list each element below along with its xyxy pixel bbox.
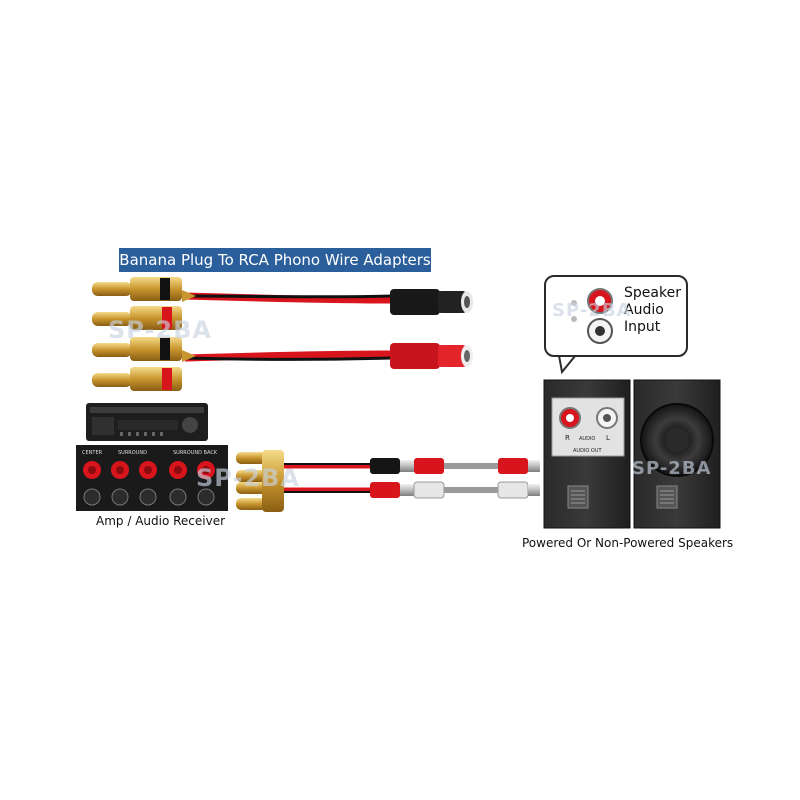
speaker-rear: R L AUDIO AUDIO OUT	[543, 379, 631, 529]
rca-jacks-icon	[571, 288, 613, 344]
title-banner: Banana Plug To RCA Phono Wire Adapters	[119, 248, 431, 272]
watermark-3: SP-2BA	[552, 300, 632, 321]
label-audio-out: AUDIO OUT	[573, 448, 603, 454]
label-r: R	[565, 434, 570, 442]
callout-line-1: Speaker	[624, 285, 681, 301]
label-l: L	[606, 434, 610, 442]
receiver-back-panel: CENTER SURROUND SURROUND BACK	[76, 445, 228, 511]
watermark-1: SP-2BA	[108, 316, 212, 344]
speaker-input-callout: Speaker Audio Input	[544, 275, 688, 357]
watermark-2: SP-2BA	[196, 464, 300, 492]
banana-adapter-bottom	[236, 450, 540, 512]
watermark-4: SP-2BA	[632, 458, 712, 479]
speaker-front	[633, 379, 721, 529]
banana-adapter-top	[92, 277, 473, 391]
label-surround: SURROUND	[118, 450, 147, 456]
callout-line-3: Input	[624, 319, 661, 335]
label-surround-back: SURROUND BACK	[173, 450, 218, 456]
label-center: CENTER	[82, 450, 103, 456]
label-audio: AUDIO	[579, 436, 595, 442]
callout-line-2: Audio	[624, 302, 664, 318]
receiver-caption: Amp / Audio Receiver	[96, 514, 226, 528]
receiver-front	[86, 403, 208, 441]
speakers-caption: Powered Or Non-Powered Speakers	[522, 536, 734, 550]
